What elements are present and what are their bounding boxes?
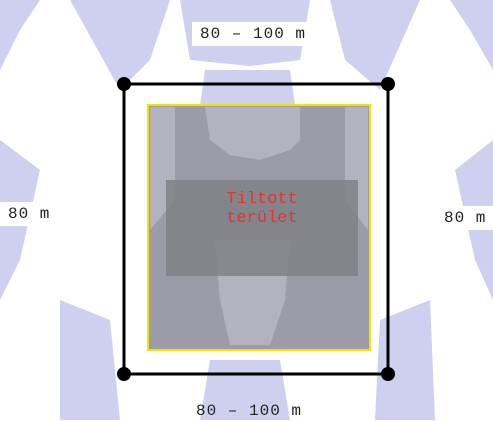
top-dimension-label: 80 – 100 m: [192, 22, 315, 46]
bottom-dimension-label: 80 – 100 m: [196, 402, 303, 420]
right-dimension-label: 80 m: [436, 206, 493, 230]
corner-post-icon: [381, 77, 395, 91]
corner-post-icon: [381, 367, 395, 381]
forbidden-zone-label: Tiltott terület: [226, 190, 298, 228]
forbidden-zone: [166, 180, 358, 276]
corner-post-icon: [117, 367, 131, 381]
left-dimension-label: 80 m: [0, 202, 59, 226]
corner-post-icon: [117, 77, 131, 91]
outer-frame: [122, 82, 390, 376]
